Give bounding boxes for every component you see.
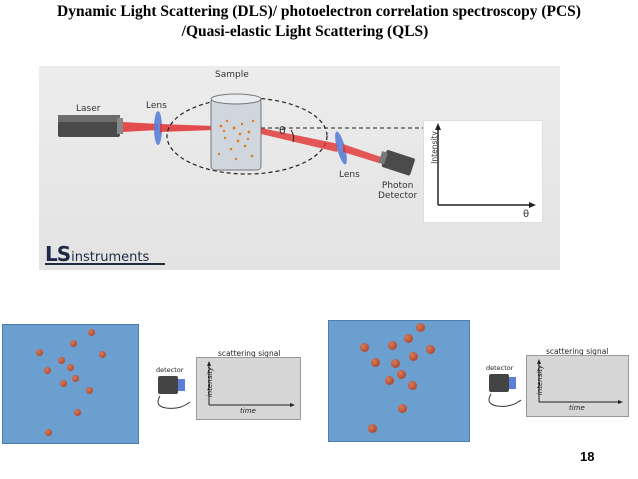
lens-2 <box>335 131 347 165</box>
lens-1 <box>154 111 162 145</box>
particle <box>426 345 435 354</box>
large-particles-panel <box>328 320 470 442</box>
detector-icon <box>488 374 522 407</box>
title-line-1: Dynamic Light Scattering (DLS)/ photoele… <box>57 3 581 20</box>
sample-label: Sample <box>215 70 249 80</box>
particle <box>408 381 417 390</box>
particle <box>404 334 413 343</box>
particle <box>88 329 95 336</box>
right-scattering-signal-plot: intensity time <box>526 355 629 417</box>
small-particles-panel <box>2 324 139 444</box>
right-signal-title: scattering signal <box>546 347 609 356</box>
slide-title: Dynamic Light Scattering (DLS)/ photoele… <box>0 2 638 42</box>
particle <box>371 358 380 367</box>
left-scattering-signal-plot: intensity time <box>196 357 301 420</box>
lens-1-label: Lens <box>146 101 167 111</box>
left-detector-label: detector <box>156 366 184 374</box>
schematic-drawing <box>58 93 423 176</box>
right-x-label: time <box>569 404 585 412</box>
dls-schematic: Laser Lens Sample θ Lens Photon Detector… <box>39 66 560 270</box>
detector-label-line-2: Detector <box>378 191 418 201</box>
particle <box>397 370 406 379</box>
left-signal-axes <box>207 361 295 407</box>
particle <box>58 357 65 364</box>
particle <box>388 341 397 350</box>
right-signal-axes <box>537 359 623 404</box>
scattering-circle <box>166 97 328 175</box>
photon-detector <box>378 150 415 176</box>
theta-label: θ <box>279 124 286 137</box>
particle <box>391 359 400 368</box>
left-y-label: intensity <box>206 366 215 398</box>
particle <box>70 340 77 347</box>
particle <box>44 367 51 374</box>
particle <box>385 376 394 385</box>
detector-label-line-1: Photon <box>381 181 414 191</box>
particle <box>360 343 369 352</box>
particle <box>60 380 67 387</box>
particle <box>67 364 74 371</box>
page-number: 18 <box>580 449 595 464</box>
detector-label: Photon Detector <box>378 181 417 201</box>
right-y-label: intensity <box>536 364 545 396</box>
intensity-plot-axes <box>435 123 536 208</box>
ls-instruments-logo: LSinstruments <box>45 242 165 266</box>
particle <box>72 375 79 382</box>
right-detector-label: detector <box>486 364 514 372</box>
left-x-label: time <box>240 407 256 415</box>
particle <box>74 409 81 416</box>
logo-main: LS <box>45 242 71 266</box>
scattered-beam <box>261 128 339 152</box>
particle <box>36 349 43 356</box>
particle <box>368 424 377 433</box>
particle <box>99 351 106 358</box>
particle <box>416 323 425 332</box>
logo-sub: instruments <box>71 250 150 265</box>
left-signal-title: scattering signal <box>218 349 281 358</box>
lens-2-label: Lens <box>339 170 360 180</box>
intensity-plot: Intensity θ <box>423 120 543 223</box>
plot-x-label: θ <box>523 209 530 220</box>
plot-y-label: Intensity <box>429 131 439 164</box>
particle <box>86 387 93 394</box>
title-line-2: /Quasi-elastic Light Scattering (QLS) <box>181 23 429 40</box>
particle <box>45 429 52 436</box>
detector-icon <box>157 376 191 409</box>
particle <box>409 352 418 361</box>
laser-label: Laser <box>76 104 101 114</box>
sample-particles <box>217 119 255 161</box>
laser-beam <box>123 122 158 132</box>
particle <box>398 404 407 413</box>
